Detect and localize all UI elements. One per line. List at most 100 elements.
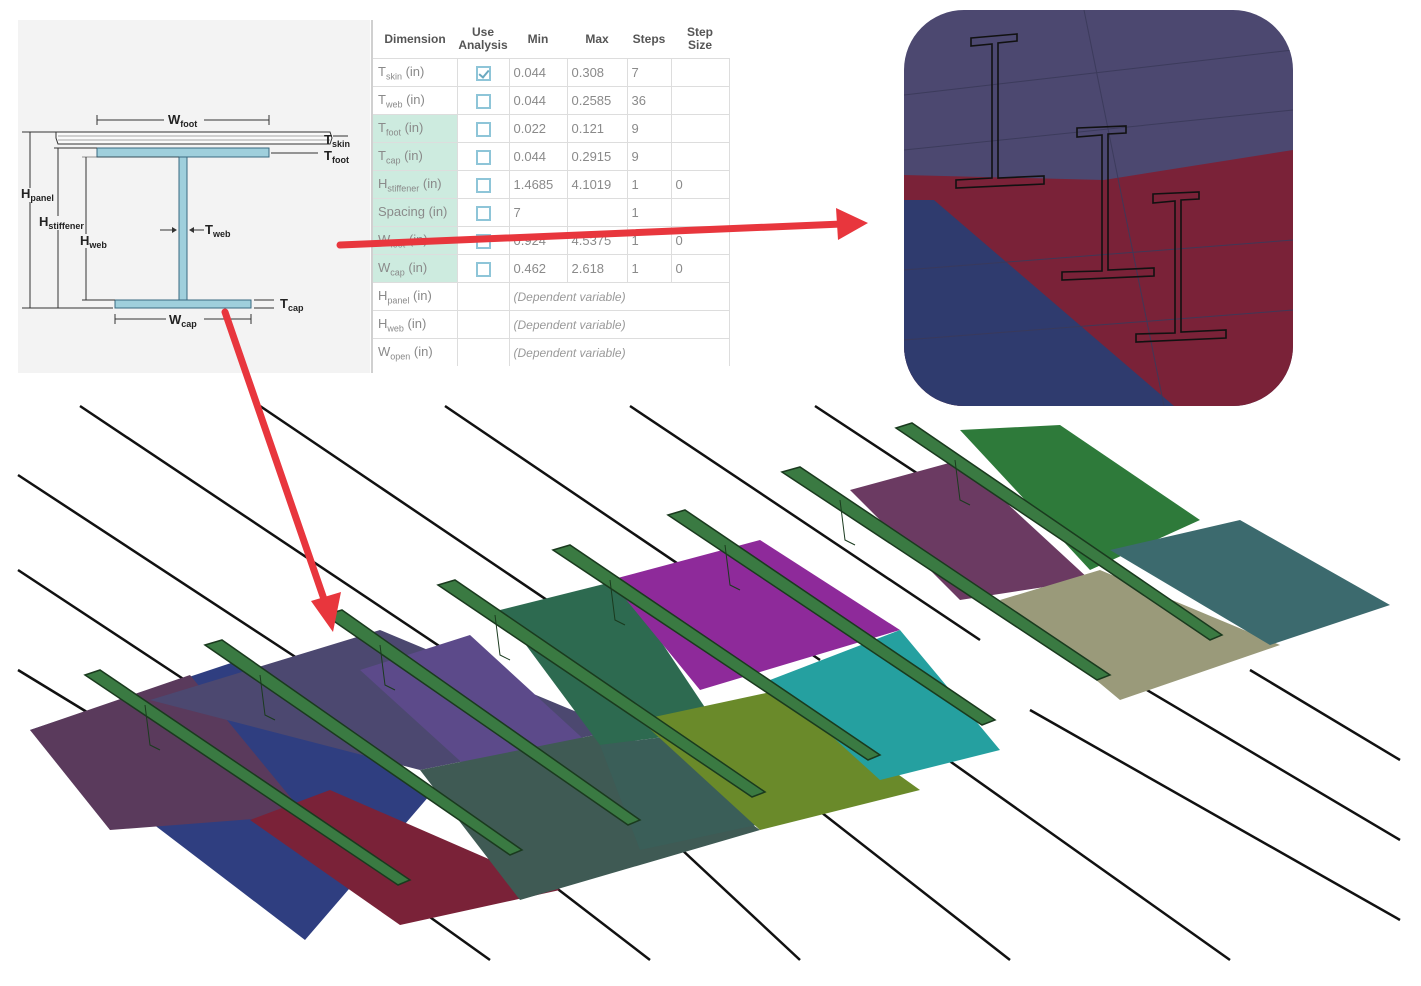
steps-value[interactable]: 1 (627, 198, 672, 227)
min-value[interactable]: 0.462 (509, 254, 568, 283)
step-size-value[interactable]: 0 (671, 170, 730, 199)
svg-text:Tweb: Tweb (205, 222, 231, 239)
max-value[interactable]: 2.618 (567, 254, 628, 283)
dimension-name: Tweb (in) (373, 86, 458, 115)
step-size-value[interactable] (671, 58, 730, 87)
table-row: Wcap (in) 0.462 2.618 1 0 (373, 254, 730, 283)
steps-value[interactable]: 9 (627, 142, 672, 171)
svg-text:Tskin: Tskin (324, 132, 350, 149)
table-row: Hweb (in) (Dependent variable) (373, 310, 730, 339)
max-value[interactable]: 0.308 (567, 58, 628, 87)
use-analysis-checkbox[interactable] (475, 121, 491, 137)
table-row: Hstiffener (in) 1.4685 4.1019 1 0 (373, 170, 730, 199)
dimension-name: Hweb (in) (373, 310, 458, 339)
svg-text:Hstiffener: Hstiffener (39, 214, 84, 231)
max-value[interactable]: 0.121 (567, 114, 628, 143)
table-row: Hpanel (in) (Dependent variable) (373, 282, 730, 311)
stiffener-cross-section-diagram: Wfoot Tskin Tfoot Hpanel Hstiffener Hweb… (18, 20, 370, 373)
stiffened-panel-3d-model (0, 400, 1421, 981)
use-analysis-checkbox[interactable] (475, 233, 491, 249)
min-value[interactable]: 0.044 (509, 86, 568, 115)
min-value[interactable]: 0.022 (509, 114, 568, 143)
dimension-name: Tcap (in) (373, 142, 458, 171)
dimension-name: Tfoot (in) (373, 114, 458, 143)
stiffener-web (178, 156, 188, 301)
min-value[interactable]: 0.044 (509, 58, 568, 87)
blue-region (904, 200, 1174, 406)
tcap-label: T (280, 296, 288, 311)
col-dimension: Dimension (384, 31, 446, 46)
svg-text:Hpanel: Hpanel (21, 186, 54, 203)
tskin-label: T (324, 132, 332, 147)
stiffener-foot (96, 147, 270, 158)
use-analysis-checkbox[interactable] (475, 177, 491, 193)
use-analysis-checkbox[interactable] (475, 65, 491, 81)
table-row: Tskin (in) 0.044 0.308 7 (373, 58, 730, 87)
table-row: Wopen (in) (Dependent variable) (373, 338, 730, 366)
step-size-value[interactable] (671, 198, 730, 227)
col-max: Max (585, 31, 609, 46)
step-size-value[interactable] (671, 114, 730, 143)
step-size-value[interactable]: 0 (671, 254, 730, 283)
dimension-name: Hstiffener (in) (373, 170, 458, 199)
svg-text:Hweb: Hweb (80, 233, 107, 250)
step-size-value[interactable] (671, 86, 730, 115)
max-value[interactable]: 4.5375 (567, 226, 628, 255)
wfoot-label: W (168, 112, 181, 127)
col-min: Min (527, 31, 549, 46)
max-value[interactable]: 4.1019 (567, 170, 628, 199)
step-size-value[interactable] (671, 142, 730, 171)
use-analysis-checkbox[interactable] (475, 149, 491, 165)
max-value[interactable]: 0.2585 (567, 86, 628, 115)
step-size-value[interactable]: 0 (671, 226, 730, 255)
hpanel-label: H (21, 186, 30, 201)
svg-text:Tfoot: Tfoot (324, 148, 349, 165)
steps-value[interactable]: 7 (627, 58, 672, 87)
col-steps: Steps (632, 31, 666, 46)
svg-text:Wcap: Wcap (169, 312, 197, 329)
dimension-name: Hpanel (in) (373, 282, 458, 311)
min-value[interactable]: 0.044 (509, 142, 568, 171)
use-analysis-checkbox[interactable] (475, 93, 491, 109)
table-row: Spacing (in) 7 1 (373, 198, 730, 227)
steps-value[interactable]: 1 (627, 226, 672, 255)
dimension-name: Wopen (in) (373, 338, 458, 366)
steps-value[interactable]: 1 (627, 254, 672, 283)
dimension-name: Wcap (in) (373, 254, 458, 283)
skin-plate (55, 131, 333, 145)
table-row: Tweb (in) 0.044 0.2585 36 (373, 86, 730, 115)
hstiffener-label: H (39, 214, 48, 229)
steps-value[interactable]: 1 (627, 170, 672, 199)
steps-value[interactable]: 9 (627, 114, 672, 143)
tweb-label: T (205, 222, 213, 237)
dependent-variable-note: (Dependent variable) (509, 310, 730, 339)
min-value[interactable]: 7 (509, 198, 568, 227)
table-row: Tcap (in) 0.044 0.2915 9 (373, 142, 730, 171)
max-value[interactable] (567, 198, 628, 227)
steps-value[interactable]: 36 (627, 86, 672, 115)
min-value[interactable]: 0.924 (509, 226, 568, 255)
dependent-variable-note: (Dependent variable) (509, 282, 730, 311)
wcap-label: W (169, 312, 182, 327)
dimension-name: Tskin (in) (373, 58, 458, 87)
max-value[interactable]: 0.2915 (567, 142, 628, 171)
use-analysis-checkbox[interactable] (475, 205, 491, 221)
i-beam-profiles (955, 33, 1227, 343)
hweb-label: H (80, 233, 89, 248)
dimension-name: Wfoot (in) (373, 226, 458, 255)
stiffener-cap (114, 299, 252, 309)
svg-text:Wfoot: Wfoot (168, 112, 197, 129)
dependent-variable-note: (Dependent variable) (509, 338, 730, 366)
table-row: Wfoot (in) 0.924 4.5375 1 0 (373, 226, 730, 255)
min-value[interactable]: 1.4685 (509, 170, 568, 199)
svg-text:Tcap: Tcap (280, 296, 304, 313)
tfoot-label: T (324, 148, 332, 163)
table-row: Tfoot (in) 0.022 0.121 9 (373, 114, 730, 143)
zoomed-stiffener-inset (904, 10, 1293, 406)
use-analysis-checkbox[interactable] (475, 261, 491, 277)
dimension-name: Spacing (in) (373, 198, 458, 227)
